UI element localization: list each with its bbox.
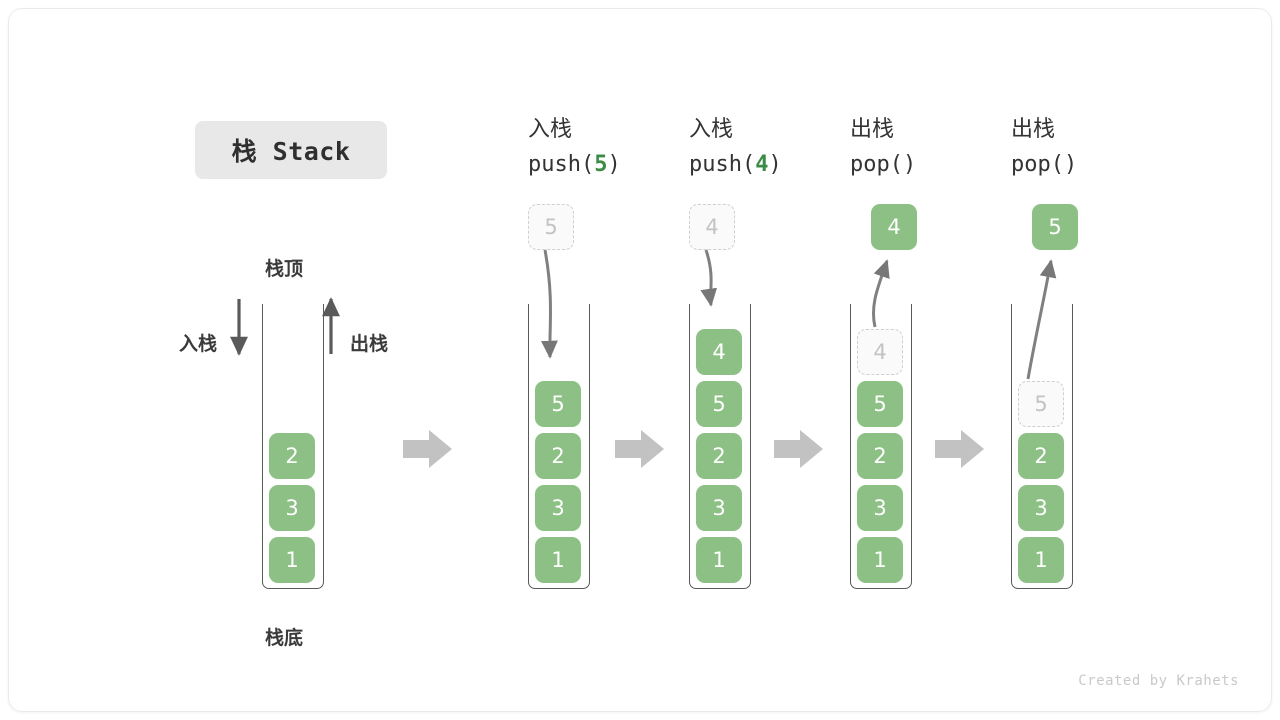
stack-container-pop-1 bbox=[850, 304, 912, 589]
code-arg: 4 bbox=[755, 152, 769, 177]
column-header-push-5: 入栈 push(5) bbox=[528, 112, 718, 182]
column-header-pop-2: 出栈 pop() bbox=[1011, 112, 1201, 182]
stack-cell: 5 bbox=[857, 381, 903, 427]
stack-container-push-5 bbox=[528, 304, 590, 589]
attribution-footer: Created by Krahets bbox=[1078, 673, 1239, 689]
stack-cell: 2 bbox=[1018, 433, 1064, 479]
header-operation-code: pop() bbox=[850, 148, 1040, 182]
header-operation-code: pop() bbox=[1011, 148, 1201, 182]
stack-cell: 3 bbox=[535, 485, 581, 531]
transition-arrow bbox=[774, 430, 823, 468]
popped-cell: 4 bbox=[871, 204, 917, 250]
stack-cell: 4 bbox=[696, 329, 742, 375]
column-header-push-4: 入栈 push(4) bbox=[689, 112, 879, 182]
stack-cell: 2 bbox=[696, 433, 742, 479]
stack-cell: 3 bbox=[269, 485, 315, 531]
transition-arrow bbox=[615, 430, 664, 468]
stack-cell: 3 bbox=[1018, 485, 1064, 531]
code-suffix: ) bbox=[1063, 152, 1078, 177]
header-operation-cn: 出栈 bbox=[850, 117, 895, 142]
stack-top-label: 栈顶 bbox=[265, 259, 304, 280]
removed-ghost-cell: 5 bbox=[1018, 381, 1064, 427]
incoming-ghost-cell: 5 bbox=[528, 204, 574, 250]
code-arg: 5 bbox=[594, 152, 608, 177]
stack-cell: 2 bbox=[857, 433, 903, 479]
stack-cell: 1 bbox=[1018, 537, 1064, 583]
stack-cell: 2 bbox=[535, 433, 581, 479]
header-operation-code: push(4) bbox=[689, 148, 879, 182]
stack-cell: 5 bbox=[535, 381, 581, 427]
stack-cell: 2 bbox=[269, 433, 315, 479]
incoming-ghost-cell: 4 bbox=[689, 204, 735, 250]
code-prefix: push( bbox=[528, 152, 595, 177]
stack-container-pop-2 bbox=[1011, 304, 1073, 589]
stack-container-push-4 bbox=[689, 304, 751, 589]
page-title: 栈 Stack bbox=[231, 137, 351, 166]
stack-cell: 1 bbox=[269, 537, 315, 583]
stack-cell: 1 bbox=[535, 537, 581, 583]
code-suffix: ) bbox=[902, 152, 917, 177]
removed-ghost-cell: 4 bbox=[857, 329, 903, 375]
pop-direction-label: 出栈 bbox=[350, 334, 389, 355]
transition-arrow bbox=[935, 430, 984, 468]
code-suffix: ) bbox=[607, 152, 621, 177]
transition-arrow bbox=[403, 430, 452, 468]
code-prefix: pop( bbox=[850, 152, 903, 177]
popped-cell: 5 bbox=[1032, 204, 1078, 250]
column-header-pop-1: 出栈 pop() bbox=[850, 112, 1040, 182]
stack-container-initial bbox=[262, 304, 324, 589]
push-flow-arrow bbox=[700, 249, 718, 307]
header-operation-cn: 入栈 bbox=[689, 117, 734, 142]
header-operation-cn: 入栈 bbox=[528, 117, 573, 142]
diagram-card: 栈 Stack 栈顶 栈底 入栈 出栈 2 3 1 入栈 push(5) 5 5… bbox=[8, 8, 1272, 712]
stack-cell: 5 bbox=[696, 381, 742, 427]
stack-cell: 1 bbox=[857, 537, 903, 583]
stack-bottom-label: 栈底 bbox=[265, 628, 304, 649]
header-operation-cn: 出栈 bbox=[1011, 117, 1056, 142]
code-prefix: push( bbox=[689, 152, 756, 177]
title-badge: 栈 Stack bbox=[195, 121, 387, 179]
push-direction-label: 入栈 bbox=[179, 334, 218, 355]
code-suffix: ) bbox=[768, 152, 782, 177]
stack-cell: 3 bbox=[857, 485, 903, 531]
stack-cell: 1 bbox=[696, 537, 742, 583]
header-operation-code: push(5) bbox=[528, 148, 718, 182]
code-prefix: pop( bbox=[1011, 152, 1064, 177]
stack-cell: 3 bbox=[696, 485, 742, 531]
